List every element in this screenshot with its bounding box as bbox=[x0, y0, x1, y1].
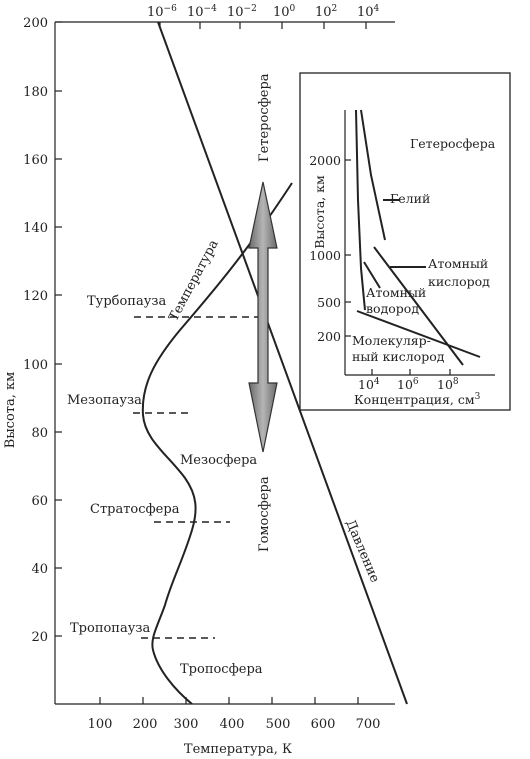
inset-frame bbox=[299, 72, 511, 411]
heterosphere-label: Гетеросфера bbox=[257, 73, 272, 162]
x-tick-label: 500 bbox=[266, 717, 291, 732]
mesopause-label: Мезопауза bbox=[67, 393, 142, 408]
atomic-hydrogen-pointer bbox=[363, 261, 381, 289]
x-tick-label: 700 bbox=[356, 717, 381, 732]
x-tick-label: 600 bbox=[311, 717, 336, 732]
x-tick-label: 300 bbox=[174, 717, 199, 732]
inset-y-ticks bbox=[345, 159, 351, 337]
x-ticks bbox=[99, 697, 359, 704]
y-tick-labels: 20 40 60 80 100 120 140 160 180 200 bbox=[23, 16, 48, 645]
top-tick-label: 102 bbox=[315, 4, 337, 20]
inset-x-tick-label: 104 bbox=[358, 377, 380, 392]
stratosphere-label: Стратосфера bbox=[90, 502, 180, 517]
inset-panel: 200 500 1000 2000 Высота, км 104 106 108… bbox=[299, 72, 511, 411]
atomic-hydrogen-label-2: водород bbox=[366, 301, 419, 316]
turbopause-label: Турбопауза bbox=[87, 294, 166, 309]
top-tick-label: 10−4 bbox=[187, 4, 217, 20]
x-axis-label: Температура, К bbox=[184, 742, 292, 757]
inset-x-tick-label: 108 bbox=[437, 377, 459, 392]
y-tick-label: 60 bbox=[31, 494, 48, 509]
molecular-oxygen-label-1: Молекуляр- bbox=[352, 333, 431, 348]
inset-y-tick-label: 200 bbox=[317, 329, 341, 344]
top-tick-label: 100 bbox=[273, 4, 296, 20]
homosphere-label: Гомосфера bbox=[257, 476, 272, 552]
top-ticks bbox=[159, 22, 367, 29]
atomic-hydrogen-curve bbox=[355, 109, 366, 311]
inset-x-tick-label: 106 bbox=[397, 377, 419, 392]
y-tick-label: 140 bbox=[23, 221, 48, 236]
inset-y-tick-label: 500 bbox=[317, 295, 341, 310]
y-tick-label: 80 bbox=[31, 426, 48, 441]
inset-y-tick-label: 2000 bbox=[309, 153, 341, 168]
top-tick-label: 104 bbox=[357, 4, 380, 20]
y-tick-label: 20 bbox=[31, 630, 48, 645]
inset-x-ticks bbox=[371, 369, 451, 375]
helium-label: Гелий bbox=[390, 191, 430, 206]
tropopause-label: Тропопауза bbox=[70, 621, 150, 636]
temperature-curve-label: Температура bbox=[166, 237, 222, 324]
y-tick-label: 200 bbox=[23, 16, 48, 31]
y-tick-label: 40 bbox=[31, 562, 48, 577]
x-tick-labels: 100 200 300 400 500 600 700 bbox=[88, 717, 381, 732]
inset-title: Гетеросфера bbox=[410, 136, 496, 151]
y-tick-label: 120 bbox=[23, 289, 48, 304]
atomic-oxygen-label-2: кислород bbox=[428, 274, 490, 289]
top-tick-label: 10−6 bbox=[147, 4, 177, 20]
y-tick-label: 100 bbox=[23, 358, 48, 373]
mesosphere-label: Мезосфера bbox=[180, 453, 257, 468]
inset-y-axis-label: Высота, км bbox=[312, 175, 327, 249]
y-tick-label: 180 bbox=[23, 85, 48, 100]
y-axis-label: Высота, км bbox=[3, 372, 18, 448]
top-tick-label: 10−2 bbox=[227, 4, 257, 20]
y-ticks bbox=[55, 21, 62, 637]
pressure-line bbox=[157, 21, 408, 705]
double-arrow-icon bbox=[248, 181, 278, 453]
inset-y-tick-labels: 200 500 1000 2000 bbox=[309, 153, 341, 344]
top-tick-labels: 10−6 10−4 10−2 100 102 104 bbox=[147, 4, 380, 20]
helium-curve bbox=[360, 109, 386, 241]
inset-x-tick-labels: 104 106 108 bbox=[358, 377, 459, 392]
molecular-oxygen-curve bbox=[356, 310, 481, 358]
x-tick-label: 400 bbox=[220, 717, 245, 732]
y-tick-label: 160 bbox=[23, 153, 48, 168]
molecular-oxygen-label-2: ный кислород bbox=[352, 349, 445, 364]
troposphere-label: Тропосфера bbox=[180, 662, 263, 677]
pressure-line-label: Давление bbox=[342, 518, 382, 585]
inset-x-axis-label: Концентрация, см3 bbox=[354, 392, 481, 407]
atomic-oxygen-label-1: Атомный bbox=[428, 256, 488, 271]
temperature-curve bbox=[141, 182, 293, 705]
x-tick-label: 100 bbox=[88, 717, 113, 732]
atomic-hydrogen-label-1: Атомный bbox=[366, 285, 426, 300]
x-tick-label: 200 bbox=[133, 717, 158, 732]
inset-y-tick-label: 1000 bbox=[309, 248, 341, 263]
